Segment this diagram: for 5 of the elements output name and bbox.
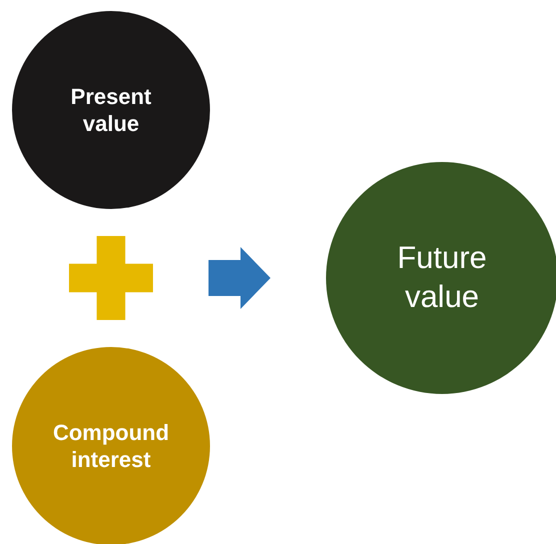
circle-label: Future value — [396, 239, 488, 316]
block-arrow — [208, 247, 270, 309]
circle-label: Compound interest — [52, 418, 170, 474]
plus-sign — [69, 236, 153, 320]
circle-label: Present value — [70, 82, 152, 138]
